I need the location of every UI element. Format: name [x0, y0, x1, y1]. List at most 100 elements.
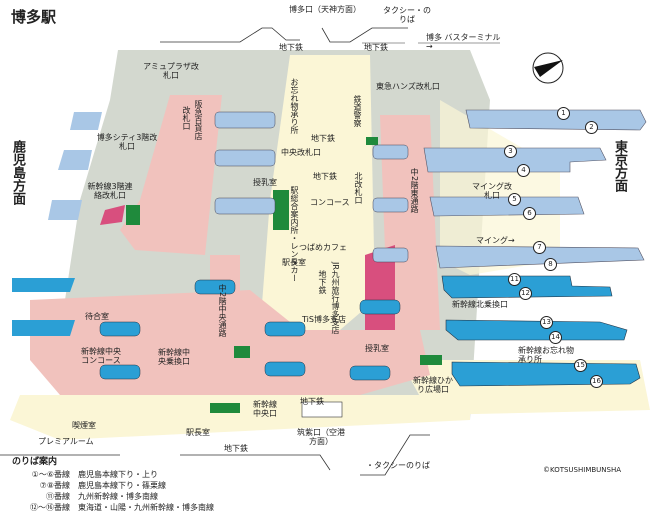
legend-heading: のりば案内 [12, 457, 58, 467]
info-center-label: 駅総合案内所・レンタカー [290, 186, 299, 282]
subway-stairs [301, 401, 343, 418]
concourse-label: コンコース [310, 198, 350, 207]
legend-tracks: ⑪番線 [46, 492, 70, 501]
shinkansen-lost-found-label: 新幹線お忘れ物承り所 [518, 346, 574, 364]
tis-label: TiS博多支店 [302, 315, 346, 324]
premier-room-label: プレミアルーム [38, 437, 94, 446]
platform-number: 16 [590, 375, 603, 388]
platform-number: 6 [523, 207, 536, 220]
amu-plaza-gate-label: アミュプラザ改札口 [143, 62, 199, 80]
hakata-city-gate-label: 博多シティ3階改札口 [96, 133, 158, 151]
stair-landings [214, 111, 409, 263]
ticket-office [210, 403, 240, 413]
central-open-area [260, 55, 375, 330]
platform-number: 14 [549, 331, 562, 344]
platform-number: 5 [508, 193, 521, 206]
taxi-label: タクシー・のりば [383, 6, 431, 24]
platform-15-16 [451, 361, 641, 387]
jr-travel-label: JR九州旅行博多支店 [331, 262, 340, 334]
north-gate-label: 北改札口 [354, 172, 363, 204]
legend-row: ①～⑥番線鹿児島本線下り・上り [12, 469, 214, 480]
ming-gate-label: マイング改札口 [472, 182, 512, 200]
platform-number: 2 [585, 121, 598, 134]
subway-label: 地下鉄 [313, 172, 337, 181]
platform-3-4 [423, 147, 607, 173]
platform-1-2 [465, 109, 647, 131]
hakata-exit-label: 博多口（天神方面） [289, 5, 361, 14]
platform-13-14 [445, 319, 628, 341]
nursing-room-label: 授乳室 [365, 344, 389, 353]
page-title: 博多駅 [11, 8, 57, 26]
central-passage-label: 中2階中央通路 [218, 284, 227, 338]
legend-tracks: ⑦⑧番線 [39, 481, 70, 490]
street-outline-top [160, 27, 408, 43]
platform-number: 3 [504, 145, 517, 158]
street-outline-bottom [0, 434, 430, 476]
tokyo-direction-label: 東京方面 [612, 140, 627, 192]
ticket-office [366, 137, 378, 145]
ticket-office [420, 355, 442, 365]
tokyu-hands-gate-label: 東急ハンズ改札口 [376, 82, 440, 91]
platform-side-area [440, 100, 560, 275]
subway-label: 地下鉄 [300, 397, 324, 406]
subway-label: 地下鉄 [279, 43, 303, 52]
taxi-label: ・タクシーのりば [366, 461, 430, 470]
hikari-exit-label: 新幹線ひかり広場口 [413, 376, 453, 394]
platform-legend: のりば案内 ①～⑥番線鹿児島本線下り・上り ⑦⑧番線鹿児島本線下り・篠栗線 ⑪番… [12, 456, 214, 512]
ticket-office [273, 190, 289, 230]
ticket-office [234, 346, 250, 358]
platform-number: 4 [517, 164, 530, 177]
platform-number: 13 [540, 316, 553, 329]
platform-stub-left [12, 320, 75, 336]
copyright: ©KOTSUSHIMBUNSHA [543, 466, 622, 474]
east-passage-label: 中2階東通路 [410, 168, 419, 214]
compass-icon [532, 52, 564, 84]
platform-stub-left [48, 200, 82, 220]
ming-arrow-label: マイング→ [476, 236, 515, 245]
nursing-room-label: 授乳室 [253, 178, 277, 187]
platform-number: 1 [557, 107, 570, 120]
legend-row: ⑦⑧番線鹿児島本線下り・篠栗線 [12, 480, 214, 491]
shinkansen-stair-landings [99, 279, 401, 381]
platform-number: 12 [519, 287, 532, 300]
shinkansen-3f-gate-label: 新幹線3階連絡改札口 [87, 182, 133, 200]
ticket-office [126, 205, 140, 225]
shinkansen-3f-area [100, 205, 125, 225]
shinkansen-central-transfer-label: 新幹線中央乗換口 [158, 348, 190, 366]
kagoshima-direction-label: 鹿児島方面 [10, 140, 25, 205]
shinkansen-central-exit-label: 新幹線中央口 [253, 400, 277, 418]
platform-7-8 [435, 245, 645, 269]
shinkansen-concourse-label: 新幹線中央コンコース [81, 347, 121, 365]
legend-lines: 東海道・山陽・九州新幹線・博多南線 [78, 503, 214, 512]
subway-label: 地下鉄 [311, 134, 335, 143]
legend-lines: 九州新幹線・博多南線 [78, 492, 158, 501]
railway-police-label: 鉄道警察 [353, 95, 362, 127]
hankyu-gate-label: 改札口 [182, 106, 191, 130]
platform-5-6 [429, 196, 585, 217]
platform-stub-left [58, 150, 92, 170]
central-gate-label: 中央改札口 [281, 148, 321, 157]
platform-number: 7 [533, 241, 546, 254]
legend-lines: 鹿児島本線下り・上り [78, 470, 158, 479]
shinkansen-north-transfer-label: 新幹線北乗換口 [452, 300, 508, 309]
station-master-label: 駅長室 [282, 258, 306, 267]
legend-row: ⑫～⑯番線東海道・山陽・九州新幹線・博多南線 [12, 502, 214, 512]
legend-lines: 鹿児島本線下り・篠栗線 [78, 481, 166, 490]
hankyu-label: 阪急百貨店 [194, 100, 203, 140]
legend-tracks: ①～⑥番線 [31, 470, 70, 479]
lost-and-found-label: お忘れ物承り所 [290, 78, 299, 134]
smoking-room-label: 喫煙室 [72, 421, 96, 430]
south-open-area [10, 395, 470, 440]
tsubame-cafe-label: つばめカフェ [299, 243, 347, 252]
platform-stub-left [12, 278, 75, 292]
legend-tracks: ⑫～⑯番線 [30, 503, 70, 512]
legend-row: ⑪番線九州新幹線・博多南線 [12, 491, 214, 502]
chikushi-exit-label: 筑紫口（空港方面） [297, 428, 345, 446]
hankyu-area [120, 95, 222, 255]
subway-label: 地下鉄 [364, 43, 388, 52]
waiting-room-label: 待合室 [85, 312, 109, 321]
subway-label: 地下鉄 [224, 444, 248, 453]
subway-label: 地下鉄 [318, 270, 327, 294]
